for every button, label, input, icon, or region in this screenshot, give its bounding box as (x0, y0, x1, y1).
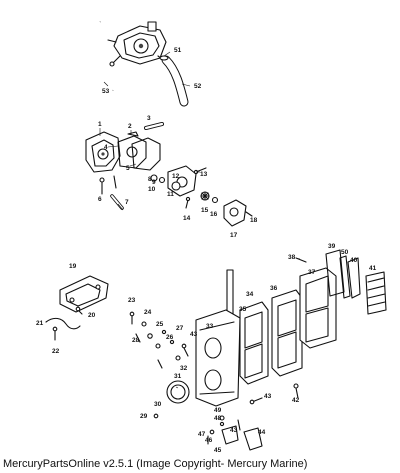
callout-7: 7 (125, 199, 129, 206)
callout-38: 38 (288, 254, 296, 261)
callout-48: 48 (214, 415, 222, 422)
callout-12: 12 (172, 173, 180, 180)
callout-21: 21 (36, 320, 44, 327)
callout-6: 6 (98, 196, 102, 203)
callout-27: 27 (176, 325, 184, 332)
callout-40: 40 (350, 257, 358, 264)
callout-11: 11 (167, 191, 174, 198)
callout-5: 5 (126, 165, 130, 172)
footer-copyright: MercuryPartsOnline v2.5.1 (Image Copyrig… (3, 458, 308, 470)
callout-26: 26 (166, 334, 174, 341)
callout-52: 52 (194, 83, 202, 90)
callout-53: 53 (102, 88, 110, 95)
callout-10: 10 (148, 186, 156, 193)
callout-35: 35 (239, 306, 247, 313)
callout-30: 30 (154, 401, 162, 408)
callout-37: 37 (308, 269, 316, 276)
callout-51: 51 (174, 47, 182, 54)
callout-43c: 43 (230, 427, 238, 434)
callout-41: 41 (369, 265, 377, 272)
callout-13: 13 (200, 171, 208, 178)
callout-36: 36 (270, 285, 278, 292)
callout-17: 17 (230, 232, 238, 239)
callout-39: 39 (328, 243, 336, 250)
callout-32: 32 (180, 365, 188, 372)
callout-14: 14 (183, 215, 191, 222)
callout-50: 50 (341, 249, 349, 256)
callout-3: 3 (147, 115, 151, 122)
callout-43a: 43 (190, 331, 198, 338)
callout-25: 25 (156, 321, 164, 328)
callout-9: 9 (152, 179, 156, 186)
callout-28: 28 (132, 337, 140, 344)
callout-24: 24 (144, 309, 152, 316)
callout-31: 31 (174, 373, 182, 380)
callout-44: 44 (258, 429, 266, 436)
part-callouts: 53 51 52 1 2 3 4 5 6 7 8 9 10 11 12 13 1… (36, 47, 377, 454)
callout-18: 18 (250, 217, 258, 224)
callout-42: 42 (292, 397, 300, 404)
bracket-group[interactable] (45, 275, 109, 341)
callout-20: 20 (88, 312, 96, 319)
callout-22: 22 (52, 348, 60, 355)
callout-49: 49 (214, 407, 222, 414)
leader-lines (99, 51, 301, 389)
callout-45: 45 (214, 447, 222, 454)
fuel-pump-assembly[interactable] (93, 21, 189, 107)
callout-8: 8 (148, 176, 152, 183)
callout-47: 47 (198, 431, 206, 438)
callout-2: 2 (128, 123, 132, 130)
callout-43b: 43 (264, 393, 272, 400)
pump-exploded-group[interactable] (85, 122, 253, 227)
callout-29: 29 (140, 413, 148, 420)
callout-34: 34 (246, 291, 254, 298)
callout-46: 46 (205, 437, 213, 444)
callout-23: 23 (128, 297, 136, 304)
callout-16: 16 (210, 211, 218, 218)
intake-reed-group[interactable] (129, 249, 387, 451)
callout-1: 1 (98, 121, 102, 128)
callout-15: 15 (201, 207, 209, 214)
callout-33: 33 (206, 323, 214, 330)
callout-19: 19 (69, 263, 77, 270)
callout-4: 4 (104, 144, 108, 151)
